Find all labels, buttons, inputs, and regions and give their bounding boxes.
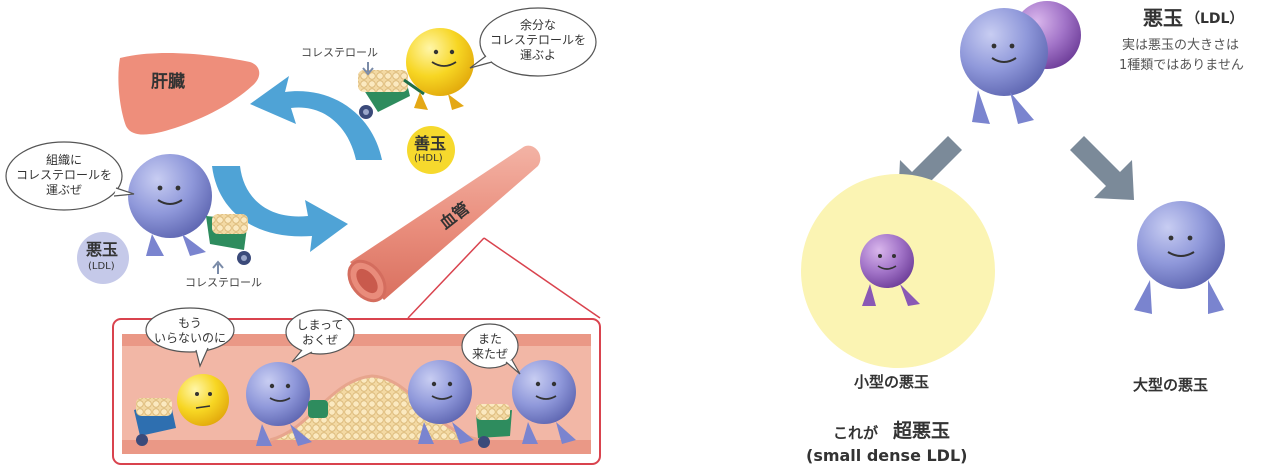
plaque <box>270 376 480 440</box>
ldl-note-line1: 実は悪玉の大きさは <box>1122 38 1240 53</box>
hdl-badge-label: 善玉 <box>414 134 447 153</box>
speech-text-ldl: 組織に コレステロールを 運ぶぜ <box>15 153 112 197</box>
cholesterol-arrow-top <box>362 62 374 76</box>
ldl-badge-label: 悪玉 <box>86 240 119 259</box>
hdl-character-top <box>358 28 474 119</box>
ldl-title: 悪玉 <box>1143 6 1183 30</box>
large-ldl-label: 大型の悪玉 <box>1133 376 1209 394</box>
super-ldl-prefix: これが <box>833 424 879 442</box>
inset-bubble-3 <box>461 323 519 369</box>
gray-arrow-right <box>1070 136 1134 200</box>
arrow-to-liver <box>250 76 382 160</box>
ldl-note-line2: 1種類ではありません <box>1119 58 1244 73</box>
arrow-to-vessel <box>212 166 348 252</box>
inset-speech-text-1: もう いらないのに <box>153 316 226 345</box>
speech-bubble-ldl <box>5 141 123 211</box>
callout-line-left <box>407 237 485 319</box>
liver-label: 肝臓 <box>151 72 185 92</box>
ldl-title-sub: （LDL） <box>1186 11 1244 27</box>
small-ldl-character <box>860 234 920 306</box>
callout-line-right <box>483 237 601 319</box>
hdl-badge-sub: (HDL) <box>414 153 443 164</box>
inset-bubble-2 <box>285 309 355 355</box>
inset-bubble-1 <box>145 307 235 353</box>
ldl-character-left <box>128 154 251 265</box>
ldl-characters-top <box>960 1 1081 124</box>
ldl-badge-sub: (LDL) <box>88 261 115 272</box>
super-ldl-english: (small dense LDL) <box>806 446 968 465</box>
small-ldl-label: 小型の悪玉 <box>854 373 930 391</box>
inset-hdl-character <box>134 374 229 446</box>
inset-ldl-character-1 <box>246 362 328 446</box>
speech-text-hdl: 余分な コレステロールを 運ぶよ <box>489 18 586 62</box>
cholesterol-label-top: コレステロール <box>301 46 378 59</box>
super-ldl-title: 超悪玉 <box>893 420 951 442</box>
inset-speech-text-2: しまって おくぜ <box>296 318 344 347</box>
hdl-badge <box>407 126 455 174</box>
large-ldl-character <box>1134 201 1225 314</box>
cholesterol-arrow-bottom <box>212 260 224 274</box>
speech-bubble-hdl <box>479 7 597 77</box>
ldl-badge <box>77 232 129 284</box>
inset-ldl-character-2 <box>408 360 474 444</box>
blood-vessel <box>350 145 541 300</box>
inset-speech-text-3: また 来たぜ <box>471 332 508 361</box>
inset-ldl-character-3 <box>476 360 576 448</box>
cholesterol-label-bottom: コレステロール <box>185 276 262 289</box>
liver-shape <box>118 53 260 135</box>
